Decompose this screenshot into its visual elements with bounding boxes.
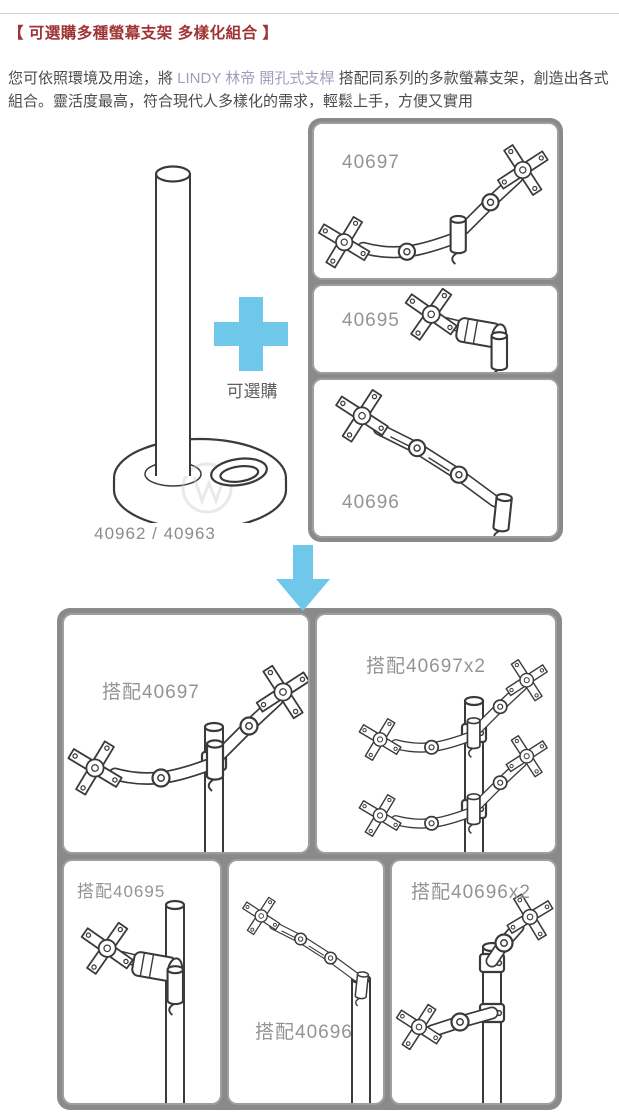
combo-card-40697x2: 搭配40697x2: [315, 613, 557, 854]
addon-card-40697: 40697: [312, 122, 559, 280]
combo-label: 搭配40697: [102, 682, 200, 703]
illustration-combo-40696: [229, 861, 383, 1103]
combo-label: 搭配40695: [77, 882, 166, 901]
combo-grid: 搭配40697 搭配40697x2 搭配40695: [57, 608, 562, 1110]
section-heading: 【 可選購多種螢幕支架 多樣化組合 】: [8, 25, 279, 42]
pole-base-illustration: [112, 165, 288, 523]
combo-label: 搭配40696x2: [411, 882, 531, 903]
intro-text-end: 搭配同系列的多款螢幕支架，創造出各式組合。靈活度最高，符合現代人多樣化的需求，輕…: [8, 70, 609, 110]
down-arrow-icon: [276, 545, 330, 611]
addon-card-40696: 40696: [312, 378, 559, 538]
plus-icon: [214, 297, 288, 371]
watermark-logo: [181, 462, 233, 514]
combo-label: 搭配40696: [255, 1022, 353, 1043]
lindy-product-link[interactable]: LINDY 林帝 開孔式支桿: [177, 70, 335, 87]
illustration-combo-40697: [64, 615, 308, 852]
addon-label: 40695: [342, 310, 400, 331]
illustration-40696: [314, 380, 559, 538]
pole-model-label: 40962 / 40963: [94, 524, 216, 543]
illustration-combo-40696x2: [392, 875, 555, 1103]
illustration-40697: [314, 124, 559, 280]
combo-card-40697: 搭配40697: [62, 613, 310, 854]
top-divider: [0, 13, 619, 14]
combo-label: 搭配40697x2: [366, 656, 486, 677]
addon-card-40695: 40695: [312, 284, 559, 374]
optional-purchase-label: 可選購: [226, 382, 278, 401]
addon-label: 40697: [342, 152, 400, 173]
combo-card-40695: 搭配40695: [62, 859, 222, 1105]
combo-card-40696: 搭配40696: [227, 859, 385, 1105]
combo-card-40696x2: 搭配40696x2: [390, 859, 557, 1105]
intro-text-start: 您可依照環境及用途，將: [8, 70, 178, 87]
addon-label: 40696: [342, 492, 400, 513]
addon-list-panel: 40697 40695 40696: [308, 118, 563, 542]
intro-paragraph: 您可依照環境及用途，將 LINDY 林帝 開孔式支桿 搭配同系列的多款螢幕支架，…: [8, 67, 614, 113]
